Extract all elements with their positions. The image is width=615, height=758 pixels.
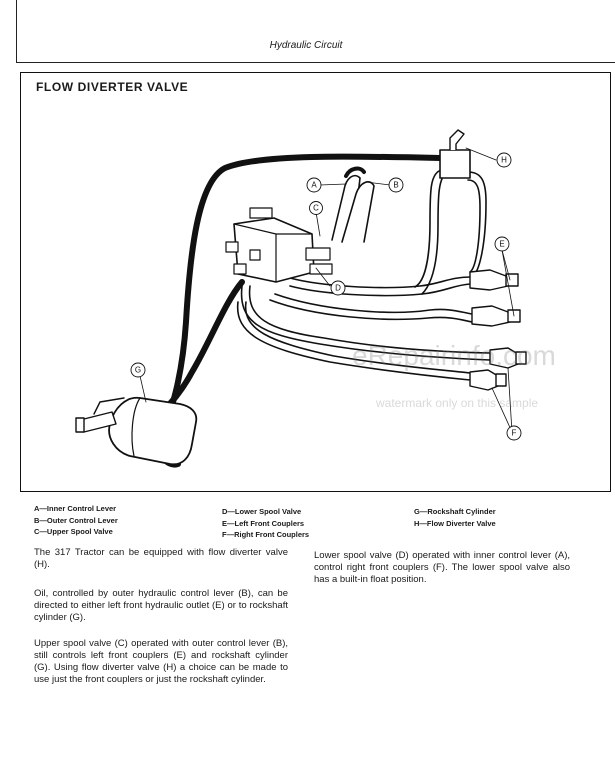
tube-upper-to-e1-b xyxy=(289,283,471,297)
flow-diverter-valve xyxy=(439,149,471,179)
tube-diverter-loop-left xyxy=(414,169,443,288)
tube-to-e2 xyxy=(274,293,473,315)
legend-item: D—Lower Spool Valve xyxy=(222,507,302,516)
watermark-site: eRepairinfo.com xyxy=(352,340,556,371)
tube-to-e2-b xyxy=(269,299,473,323)
body-paragraph: Upper spool valve (C) operated with oute… xyxy=(34,638,288,685)
body-paragraph: Oil, controlled by outer hydraulic contr… xyxy=(34,588,288,623)
callout-d: D xyxy=(335,284,341,293)
legend-column-1: A—Inner Control Lever B—Outer Control Le… xyxy=(34,503,118,538)
legend-column-2: D—Lower Spool Valve E—Left Front Coupler… xyxy=(222,506,309,541)
tube-diverter-loop-right-b xyxy=(467,179,481,273)
figure-frame xyxy=(20,72,611,492)
header-rule xyxy=(16,62,615,63)
tube-diverter-loop-left-b xyxy=(421,171,449,295)
tube-diverter-loop-right xyxy=(467,171,487,278)
legend-column-3: G—Rockshaft Cylinder H—Flow Diverter Val… xyxy=(414,506,496,529)
body-paragraph: The 317 Tractor can be equipped with flo… xyxy=(34,547,288,570)
header-left-rule xyxy=(16,0,17,62)
tube-upper-to-e1 xyxy=(289,276,471,289)
couplers-f xyxy=(469,347,527,391)
callout-f: F xyxy=(512,429,517,438)
callout-a: A xyxy=(311,181,317,190)
hose-diverter-to-cylinder xyxy=(157,153,443,468)
callout-e: E xyxy=(499,240,504,249)
tube-to-f2-b xyxy=(244,301,471,374)
tube-to-f1-b xyxy=(248,285,491,354)
callout-c: C xyxy=(313,204,319,213)
legend-item: F—Right Front Couplers xyxy=(222,530,310,539)
callout-g: G xyxy=(135,366,141,375)
legend-item: G—Rockshaft Cylinder xyxy=(414,507,496,516)
couplers-e xyxy=(469,269,521,327)
watermark-notice: watermark only on this sample xyxy=(376,396,539,410)
lever-b xyxy=(341,181,375,243)
page-header-title: Hydraulic Circuit xyxy=(269,40,343,51)
section-title: FLOW DIVERTER VALVE xyxy=(36,80,189,94)
legend-item: A—Inner Control Lever xyxy=(34,504,117,513)
tube-to-f2 xyxy=(236,301,471,381)
legend-item: B—Outer Control Lever xyxy=(34,515,118,525)
legend-item: C—Upper Spool Valve xyxy=(34,527,113,536)
rockshaft-cylinder xyxy=(75,396,198,466)
callout-h: H xyxy=(501,156,507,165)
body-paragraph: Lower spool valve (D) operated with inne… xyxy=(314,550,570,585)
legend-item: H—Flow Diverter Valve xyxy=(414,518,496,528)
legend-item: E—Left Front Couplers xyxy=(222,518,305,528)
callout-b: B xyxy=(393,181,398,190)
hydraulic-diagram: A B C D E F G H xyxy=(75,129,527,468)
